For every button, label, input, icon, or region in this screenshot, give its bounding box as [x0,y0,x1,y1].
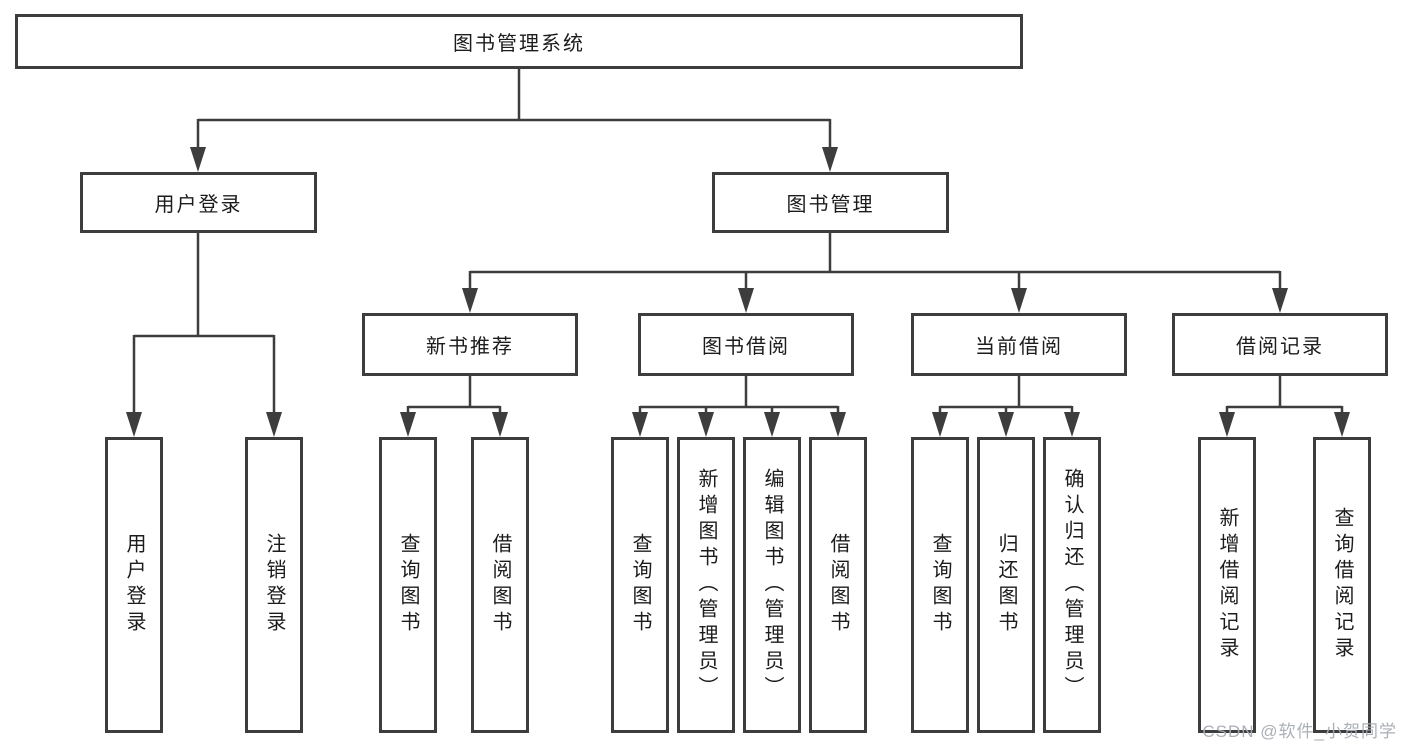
leaf-current-confirm-return-admin-label: 确认归还（管理员） [1061,468,1083,702]
leaf-logout: 注销登录 [245,437,303,733]
leaf-borrow-query-book: 查询图书 [611,437,669,733]
leaf-current-return-book-label: 归还图书 [995,533,1017,637]
node-book-borrow: 图书借阅 [638,313,854,376]
leaf-borrow-edit-book-admin: 编辑图书（管理员） [743,437,801,733]
leaf-records-add-record-label: 新增借阅记录 [1216,507,1238,663]
leaf-current-query-book-label: 查询图书 [929,533,951,637]
leaf-newbook-borrow-book-label: 借阅图书 [489,533,511,637]
node-current-borrow: 当前借阅 [911,313,1127,376]
leaf-current-query-book: 查询图书 [911,437,969,733]
leaf-logout-label: 注销登录 [263,533,285,637]
leaf-user-login-label: 用户登录 [123,533,145,637]
arrowhead-icons [126,147,1350,437]
leaf-current-confirm-return-admin: 确认归还（管理员） [1043,437,1101,733]
node-borrow-records: 借阅记录 [1172,313,1388,376]
node-user-login: 用户登录 [80,172,317,233]
leaf-borrow-add-book-admin: 新增图书（管理员） [677,437,735,733]
leaf-borrow-query-book-label: 查询图书 [629,533,651,637]
csdn-watermark: CSDN @软件_小贺同学 [1202,722,1397,741]
leaf-records-query-record: 查询借阅记录 [1313,437,1371,733]
leaf-newbook-query-book-label: 查询图书 [397,533,419,637]
leaf-borrow-borrow-book: 借阅图书 [809,437,867,733]
node-book-management: 图书管理 [712,172,949,233]
leaf-newbook-borrow-book: 借阅图书 [471,437,529,733]
node-library-management-system: 图书管理系统 [15,14,1023,69]
leaf-borrow-add-book-admin-label: 新增图书（管理员） [695,468,717,702]
leaf-current-return-book: 归还图书 [977,437,1035,733]
node-new-book-recommend: 新书推荐 [362,313,578,376]
leaf-borrow-edit-book-admin-label: 编辑图书（管理员） [761,468,783,702]
leaf-records-add-record: 新增借阅记录 [1198,437,1256,733]
leaf-records-query-record-label: 查询借阅记录 [1331,507,1353,663]
leaf-newbook-query-book: 查询图书 [379,437,437,733]
leaf-borrow-borrow-book-label: 借阅图书 [827,533,849,637]
leaf-user-login: 用户登录 [105,437,163,733]
